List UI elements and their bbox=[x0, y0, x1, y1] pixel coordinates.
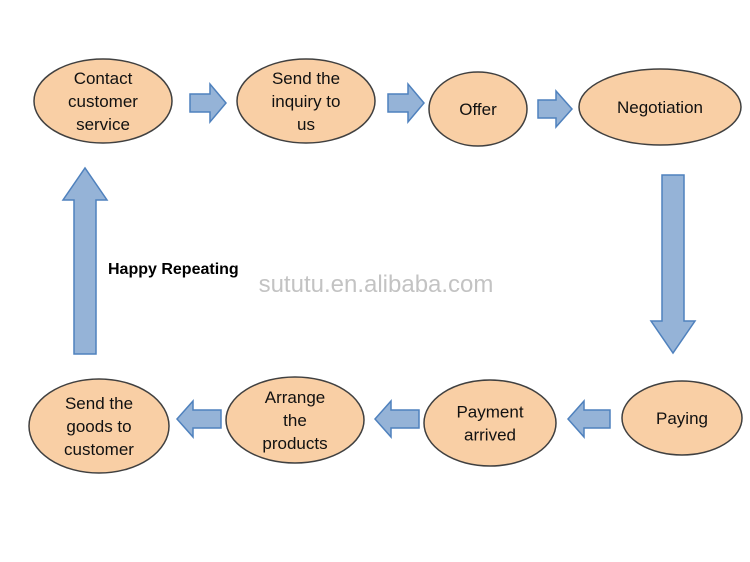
node-arrange-shape bbox=[225, 376, 365, 464]
node-inquiry-shape bbox=[236, 58, 376, 144]
node-arrange-label-line: Arrange bbox=[265, 388, 325, 407]
arrow-paying-to-payment bbox=[566, 399, 611, 439]
node-contact-shape bbox=[33, 58, 173, 144]
node-offer-shape bbox=[428, 71, 528, 147]
node-payment-label-line: arrived bbox=[464, 426, 516, 445]
node-payment-label-line: Payment bbox=[456, 403, 523, 422]
arrow-offer-to-negotiation bbox=[537, 89, 574, 129]
node-send-goods-label-line: customer bbox=[64, 440, 134, 459]
node-arrange-label-line: products bbox=[262, 434, 327, 453]
node-inquiry: Send the inquiry to us bbox=[236, 58, 376, 144]
arrows-layer bbox=[61, 81, 697, 439]
arrow-send-to-contact bbox=[61, 166, 109, 355]
node-contact-label-line: customer bbox=[68, 92, 138, 111]
node-paying-label-line: Paying bbox=[656, 409, 708, 428]
node-inquiry-label-line: Send the bbox=[272, 69, 340, 88]
diagram-caption: Happy Repeating bbox=[108, 261, 239, 278]
node-inquiry-label-line: inquiry to bbox=[272, 92, 341, 111]
node-contact-label-line: service bbox=[76, 115, 130, 134]
node-send-goods-label-line: goods to bbox=[66, 417, 131, 436]
watermark-text: sututu.en.alibaba.com bbox=[259, 271, 494, 298]
node-send-goods-shape bbox=[28, 378, 170, 474]
arrow-negotiation-to-paying bbox=[649, 174, 697, 355]
arrow-contact-to-inquiry bbox=[189, 81, 227, 125]
node-negotiation-label-line: Negotiation bbox=[617, 98, 703, 117]
node-negotiation: Negotiation bbox=[578, 68, 742, 146]
node-contact: Contact customer service bbox=[33, 58, 173, 144]
node-send-goods: Send the goods to customer bbox=[28, 378, 170, 474]
node-payment-shape bbox=[423, 379, 557, 467]
arrow-arrange-to-send bbox=[175, 399, 222, 439]
arrow-inquiry-to-offer bbox=[387, 81, 425, 125]
node-contact-label-line: Contact bbox=[74, 69, 133, 88]
node-paying-shape bbox=[621, 380, 743, 456]
arrow-payment-to-arrange bbox=[373, 399, 420, 439]
node-payment: Payment arrived bbox=[423, 379, 557, 467]
node-send-goods-label-line: Send the bbox=[65, 394, 133, 413]
node-paying: Paying bbox=[621, 380, 743, 456]
node-negotiation-shape bbox=[578, 68, 742, 146]
node-inquiry-label-line: us bbox=[297, 115, 315, 134]
node-arrange: Arrange the products bbox=[225, 376, 365, 464]
node-offer: Offer bbox=[428, 71, 528, 147]
node-offer-label-line: Offer bbox=[459, 100, 497, 119]
node-arrange-label-line: the bbox=[283, 411, 307, 430]
